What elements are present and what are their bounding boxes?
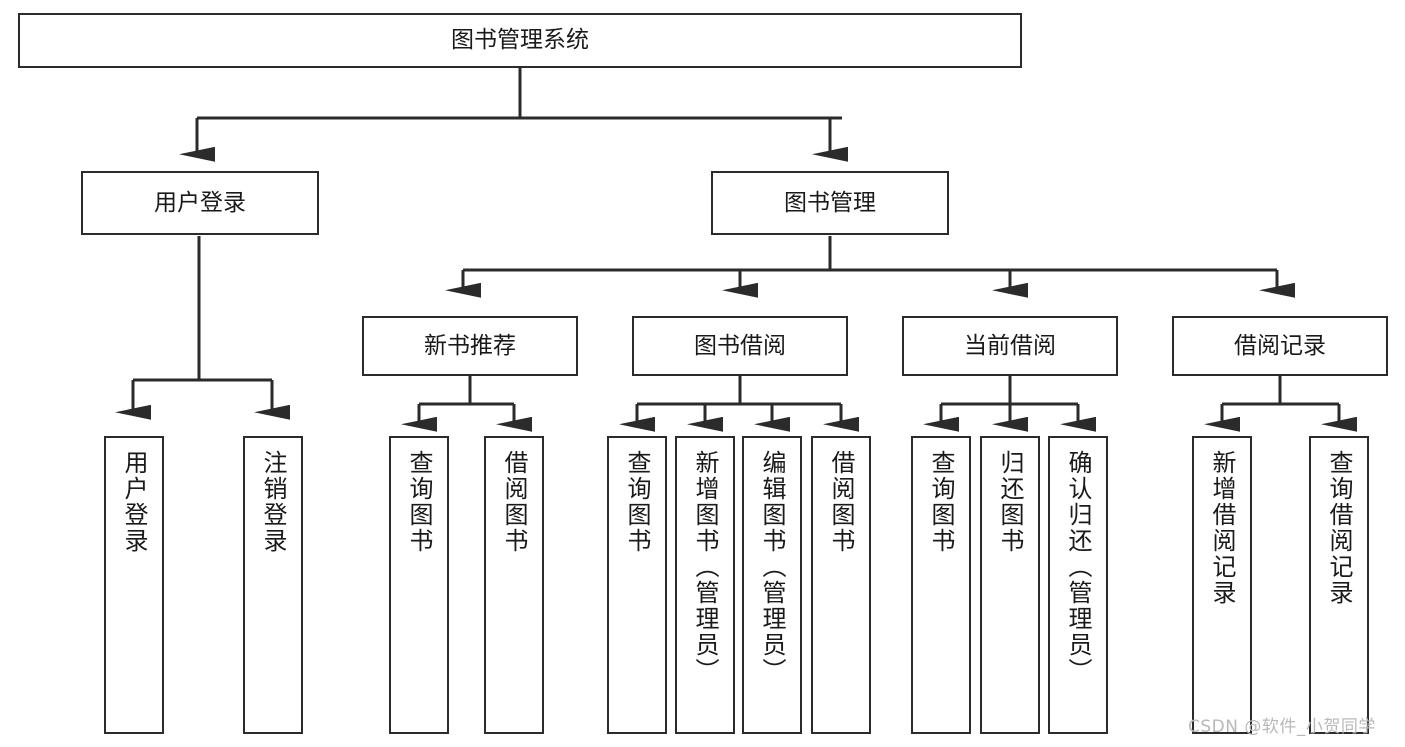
leaf-return-book-label: 归还图书 [996,450,1024,554]
leaf-query-book-3-label: 查询图书 [927,450,955,554]
leaf-borrow-book-2-label: 借阅图书 [827,450,855,554]
node-book-borrow[interactable]: 图书借阅 [632,316,848,376]
node-user-login-label: 用户登录 [154,189,246,216]
node-borrow-record-label: 借阅记录 [1234,332,1326,359]
leaf-query-book-2[interactable]: 查询图书 [607,436,667,734]
node-root[interactable]: 图书管理系统 [18,13,1022,68]
leaf-borrow-book-1-label: 借阅图书 [500,450,528,554]
leaf-query-book-1[interactable]: 查询图书 [389,436,449,734]
leaf-confirm-return[interactable]: 确认归还（管理员） [1048,436,1108,734]
leaf-query-book-2-label: 查询图书 [623,450,651,554]
leaf-query-book-1-label: 查询图书 [405,450,433,554]
leaf-add-record-label: 新增借阅记录 [1208,450,1236,606]
leaf-add-book-label: 新增图书（管理员） [691,450,719,684]
node-book-borrow-label: 图书借阅 [694,332,786,359]
csdn-watermark: CSDN @软件_小贺同学 [1188,717,1376,737]
leaf-return-book[interactable]: 归还图书 [980,436,1040,734]
leaf-add-record[interactable]: 新增借阅记录 [1192,436,1252,734]
leaf-edit-book[interactable]: 编辑图书（管理员） [742,436,802,734]
node-root-label: 图书管理系统 [451,27,589,54]
node-book-manage-label: 图书管理 [784,189,876,216]
leaf-borrow-book-2[interactable]: 借阅图书 [811,436,871,734]
node-current-borrow[interactable]: 当前借阅 [902,316,1118,376]
leaf-user-login-label: 用户登录 [120,450,148,554]
node-current-borrow-label: 当前借阅 [964,332,1056,359]
leaf-user-login[interactable]: 用户登录 [104,436,164,734]
node-new-book-recommend[interactable]: 新书推荐 [362,316,578,376]
node-borrow-record[interactable]: 借阅记录 [1172,316,1388,376]
leaf-borrow-book-1[interactable]: 借阅图书 [484,436,544,734]
leaf-logout-login-label: 注销登录 [259,450,287,554]
leaf-logout-login[interactable]: 注销登录 [243,436,303,734]
node-new-book-recommend-label: 新书推荐 [424,332,516,359]
node-user-login[interactable]: 用户登录 [81,171,319,235]
leaf-query-book-3[interactable]: 查询图书 [911,436,971,734]
node-book-manage[interactable]: 图书管理 [711,171,949,235]
leaf-confirm-return-label: 确认归还（管理员） [1064,450,1092,684]
leaf-query-record-label: 查询借阅记录 [1325,450,1353,606]
leaf-edit-book-label: 编辑图书（管理员） [758,450,786,684]
leaf-add-book[interactable]: 新增图书（管理员） [675,436,735,734]
leaf-query-record[interactable]: 查询借阅记录 [1309,436,1369,734]
